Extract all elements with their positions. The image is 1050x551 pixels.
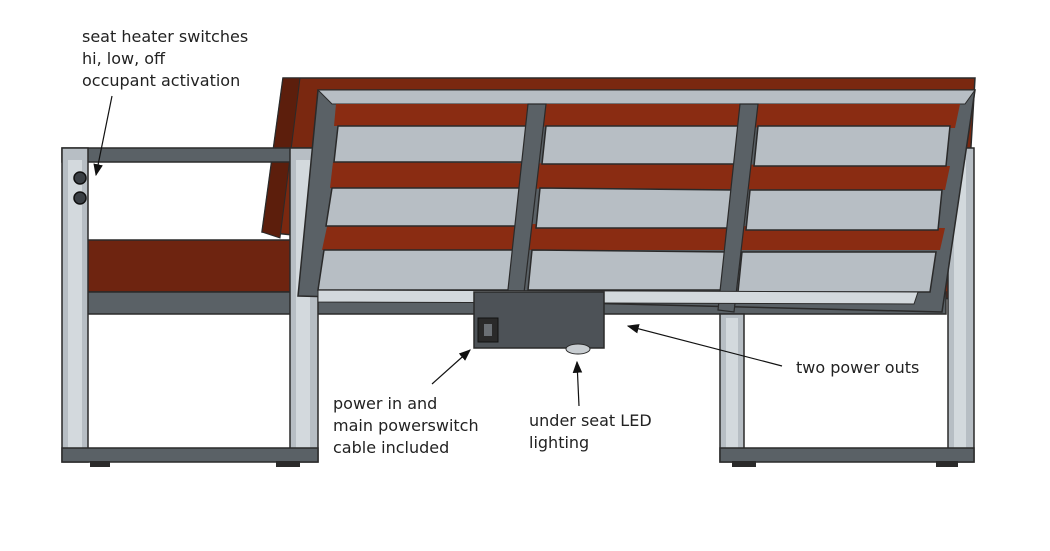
callout-line: occupant activation (82, 71, 241, 90)
arrow-seat-heater (93, 95, 113, 177)
callout-line: cable included (333, 438, 450, 457)
callout-line: two power outs (796, 358, 920, 377)
callout-line: hi, low, off (82, 49, 166, 68)
arrow-led (572, 360, 583, 407)
callout-line: lighting (529, 433, 590, 452)
arrow-power-in (431, 349, 471, 385)
callout-power-in: power in and main powerswitch cable incl… (333, 393, 479, 459)
seat-front-strip (317, 289, 919, 305)
led-light-icon (565, 343, 591, 355)
arrow-power-outs (626, 324, 783, 367)
right-leg-frame (719, 147, 975, 467)
backrest-slats (317, 125, 951, 293)
callout-line: power in and (333, 394, 438, 413)
callout-power-outs: two power outs (796, 357, 919, 379)
seat-wood (85, 239, 317, 293)
callout-seat-heater: seat heater switches hi, low, off occupa… (82, 26, 248, 92)
callout-line: main powerswitch (333, 416, 479, 435)
backrest-frame-top (316, 89, 976, 105)
callout-line: seat heater switches (82, 27, 249, 46)
heater-switch-icon (73, 171, 87, 185)
heater-switch-icon (73, 191, 87, 205)
callout-led: under seat LED lighting (529, 410, 652, 454)
callout-line: under seat LED (529, 411, 652, 430)
